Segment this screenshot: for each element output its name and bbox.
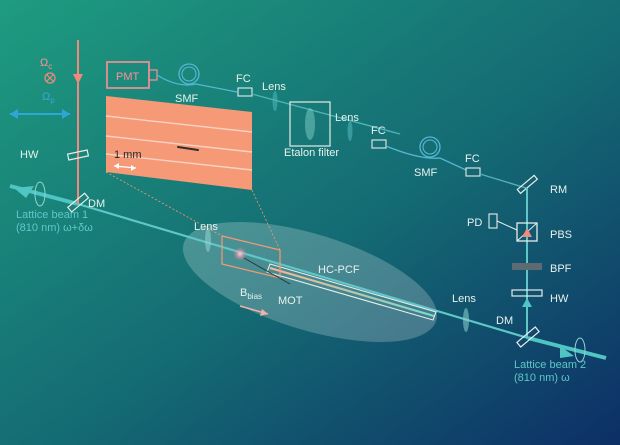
half-wave-plate-right bbox=[511, 289, 543, 297]
dm-right-label: DM bbox=[496, 315, 513, 327]
zoom-guide-2 bbox=[251, 189, 281, 251]
lattice-2-lens-outline bbox=[574, 337, 586, 363]
lens-right-label: Lens bbox=[452, 293, 476, 305]
right-beam-arrow bbox=[522, 298, 532, 307]
fiber-coupler-2 bbox=[371, 139, 387, 149]
lens-right bbox=[463, 308, 469, 332]
lens-top-1-label: Lens bbox=[262, 81, 286, 93]
etalon-filter-label: Etalon filter bbox=[284, 147, 339, 159]
hw-right-label: HW bbox=[550, 293, 569, 305]
fiber-coupler-1 bbox=[237, 87, 253, 97]
etalon-filter-box bbox=[289, 101, 331, 147]
smf-coil-mid bbox=[419, 136, 441, 158]
dm-left-label: DM bbox=[88, 198, 105, 210]
fc-3-label: FC bbox=[465, 153, 480, 165]
reflecting-mirror bbox=[516, 174, 539, 195]
omega-p-label: Ωp bbox=[42, 91, 55, 105]
mot-cloud bbox=[233, 247, 247, 261]
lattice-beam-path bbox=[77, 202, 529, 340]
polarizing-beam-splitter bbox=[516, 222, 538, 242]
hc-pcf-fiber bbox=[266, 263, 437, 321]
lattice-beam-1-spec: (810 nm) ω+δω bbox=[16, 222, 93, 234]
lens-top-1 bbox=[272, 91, 278, 111]
hc-pcf-label: HC-PCF bbox=[318, 264, 360, 276]
mot-pointer bbox=[243, 257, 291, 285]
bandpass-filter bbox=[512, 263, 542, 270]
smf-coil-top bbox=[178, 63, 200, 85]
lens-mid-label: Lens bbox=[194, 221, 218, 233]
fc-2-label: FC bbox=[371, 125, 386, 137]
smf-coil-top-inner bbox=[181, 66, 197, 82]
hc-pcf-core bbox=[269, 266, 435, 318]
lattice-beam-1-arrow bbox=[14, 186, 34, 198]
scale-label: 1 mm bbox=[114, 149, 142, 161]
smf-mid-label: SMF bbox=[414, 167, 438, 179]
hw-left-label: HW bbox=[20, 149, 39, 161]
pd-label: PD bbox=[467, 217, 482, 229]
lattice-beam-2-spec: (810 nm) ω bbox=[514, 372, 570, 384]
smf-coil-mid-inner bbox=[422, 139, 438, 155]
dichroic-mirror-left bbox=[66, 192, 90, 213]
pmt-label: PMT bbox=[116, 71, 140, 83]
omega-c-label: Ωc bbox=[40, 57, 52, 71]
b-bias-label: Bbias bbox=[240, 287, 262, 301]
bpf-label: BPF bbox=[550, 263, 572, 275]
inset-stripe-1 bbox=[105, 115, 253, 133]
lattice-beam-2-label: Lattice beam 2 bbox=[514, 359, 586, 371]
lattice-1-lens-outline bbox=[34, 181, 46, 207]
rm-label: RM bbox=[550, 184, 567, 196]
b-bias-arrowhead bbox=[260, 309, 268, 316]
half-wave-plate-left bbox=[66, 149, 90, 161]
fiber-coupler-3 bbox=[465, 167, 481, 177]
collection-beam-right bbox=[479, 173, 527, 189]
inset-stripe-2 bbox=[105, 135, 253, 153]
lens-top-2 bbox=[347, 121, 353, 141]
pd-beam bbox=[496, 220, 518, 231]
lattice-beam-1-label: Lattice beam 1 bbox=[16, 209, 88, 221]
control-polarization-icon bbox=[44, 72, 56, 84]
lens-mid bbox=[205, 228, 211, 252]
mot-label: MOT bbox=[278, 295, 303, 307]
etalon-element bbox=[305, 108, 315, 140]
scale-arrow-right bbox=[131, 165, 136, 171]
control-polarization-cross-2 bbox=[46, 74, 54, 82]
control-beam-arrow bbox=[73, 74, 83, 84]
lattice-beam-2-arrow bbox=[560, 346, 574, 358]
smf-fiber-mid bbox=[385, 145, 467, 171]
scale-arrow-left bbox=[114, 163, 119, 169]
pbs-label: PBS bbox=[550, 229, 572, 241]
lattice-beam-2-input bbox=[527, 336, 607, 360]
probe-arrow-right bbox=[62, 109, 70, 119]
fc-1-label: FC bbox=[236, 73, 251, 85]
inset-atom-mark bbox=[177, 146, 199, 151]
smf-top-label: SMF bbox=[175, 93, 199, 105]
lens-top-2-label: Lens bbox=[335, 112, 359, 124]
dichroic-mirror-right bbox=[516, 326, 540, 348]
inset-stripe-3 bbox=[105, 153, 253, 171]
smf-fiber-top bbox=[156, 74, 238, 93]
pbs-arrow bbox=[522, 228, 532, 237]
probe-arrow-left bbox=[10, 109, 18, 119]
